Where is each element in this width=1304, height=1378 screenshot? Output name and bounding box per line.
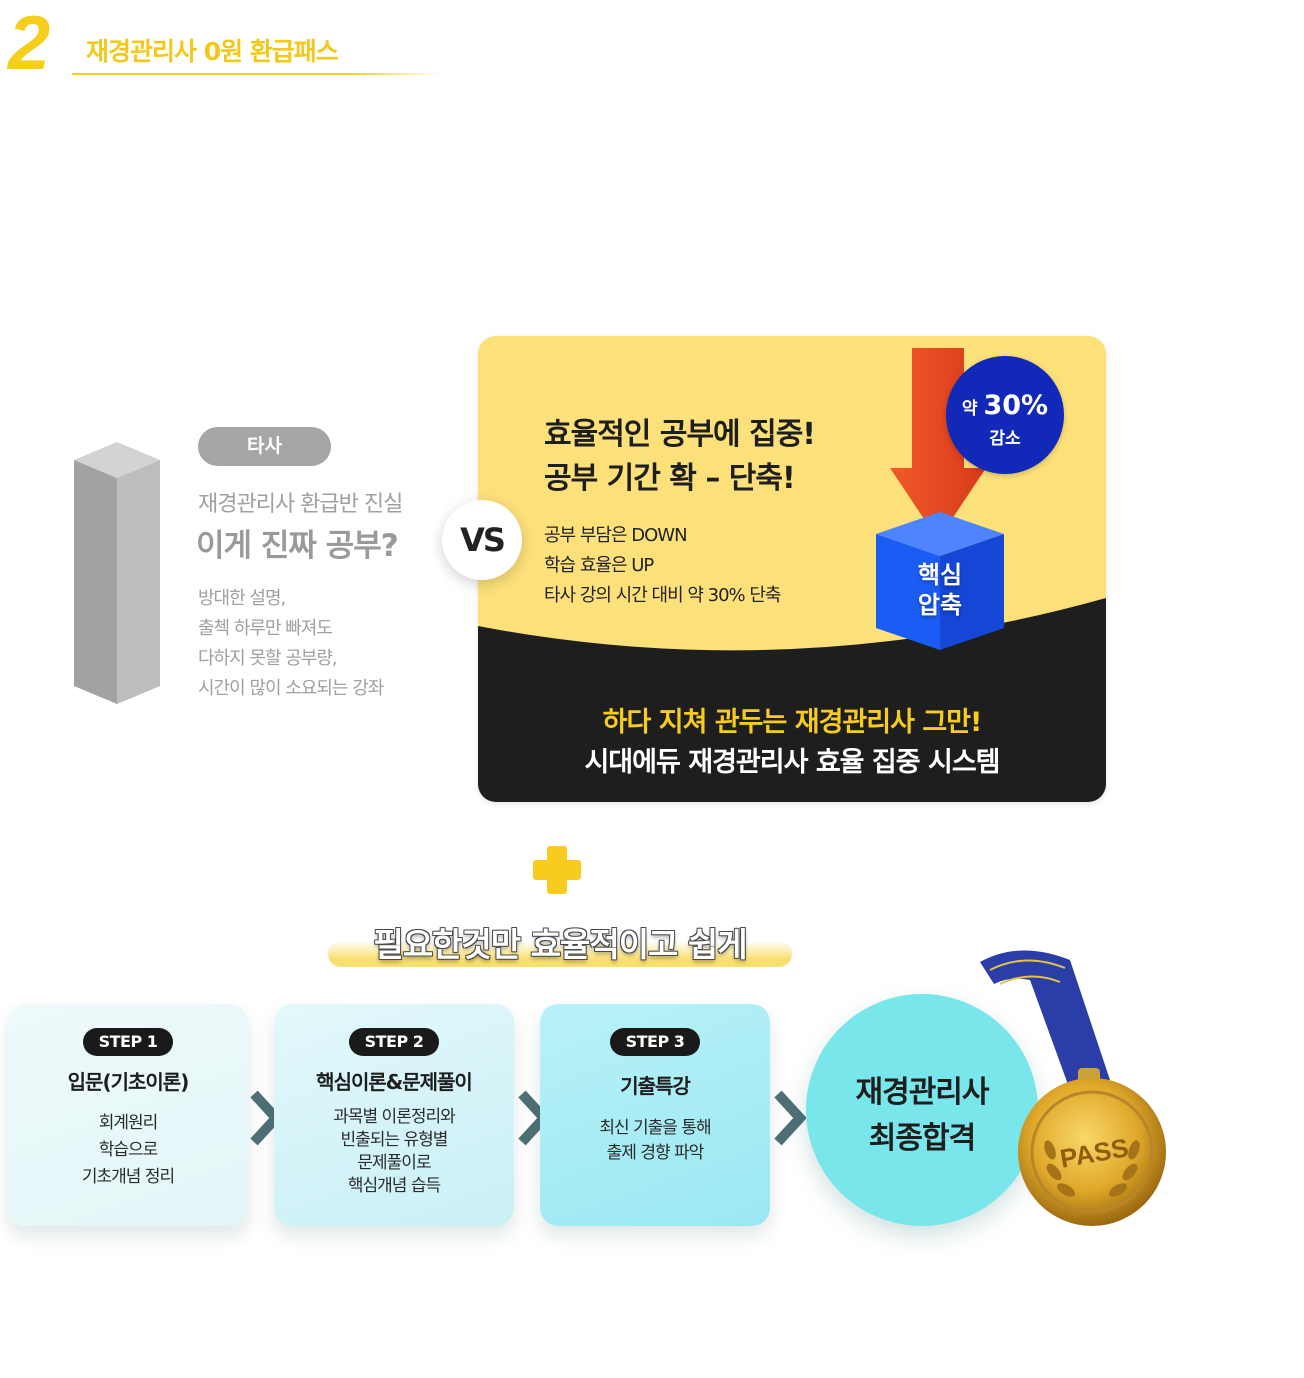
competitor-line: 다하지 못할 공부량, [198, 648, 338, 669]
step-line: 학습으로 [98, 1140, 159, 1160]
step-card-3: STEP 3 기출특강 최신 기출을 통해 출제 경향 파악 [540, 1004, 770, 1226]
reduction-badge: 약 30% 감소 [946, 356, 1064, 474]
step-description: 과목별 이론정리와 빈출되는 유형별 문제풀이로 핵심개념 습득 [274, 1106, 514, 1198]
competitor-headline: 이게 진짜 공부? [196, 528, 399, 564]
badge-label: 감소 [989, 429, 1021, 449]
step-line: 기초개념 정리 [81, 1167, 175, 1187]
step-badge: STEP 1 [82, 1028, 174, 1056]
card-point: 학습 효율은 UP [544, 555, 654, 576]
section-title: 재경관리사 0원 환급패스 [86, 37, 339, 66]
card-points: 공부 부담은 DOWN 학습 효율은 UP 타사 강의 시간 대비 약 30% … [544, 521, 781, 611]
plus-icon-bar [533, 860, 581, 880]
step-line: 출제 경향 파악 [606, 1143, 705, 1163]
card-title-line: 공부 기간 확 – 단축! [544, 461, 796, 496]
step-description: 회계원리 학습으로 기초개념 정리 [8, 1110, 248, 1191]
core-cube-graphic [876, 512, 1004, 650]
card-point: 타사 강의 시간 대비 약 30% 단축 [544, 585, 781, 606]
step-line: 과목별 이론정리와 [333, 1107, 456, 1127]
card-footer-line1: 하다 지쳐 관두는 재경관리사 그만! [602, 707, 983, 738]
step-line: 최신 기출을 통해 [599, 1118, 711, 1138]
badge-value-row: 약 30% [946, 390, 1064, 421]
step-card-2: STEP 2 핵심이론&문제풀이 과목별 이론정리와 빈출되는 유형별 문제풀이… [274, 1004, 514, 1226]
competitor-line: 출첵 하루만 빠져도 [198, 618, 333, 639]
final-line: 최종합격 [868, 1121, 976, 1156]
step-line: 문제풀이로 [357, 1153, 431, 1173]
final-line: 재경관리사 [855, 1075, 990, 1110]
step-card-1: STEP 1 입문(기초이론) 회계원리 학습으로 기초개념 정리 [8, 1004, 248, 1226]
step-badge: STEP 3 [609, 1028, 701, 1056]
badge-value: 30% [983, 390, 1049, 421]
vs-badge: VS [442, 500, 522, 580]
badge-prefix: 약 [961, 399, 978, 419]
cube-label-line: 핵심 [917, 561, 963, 589]
competitor-line: 시간이 많이 소요되는 강좌 [198, 678, 384, 699]
final-pass-circle [806, 994, 1038, 1226]
competitor-subtitle: 재경관리사 환급반 진실 [198, 492, 403, 517]
slogan-highlight [328, 941, 792, 967]
step-line: 빈출되는 유형별 [340, 1130, 449, 1150]
competitor-tag: 타사 [198, 427, 331, 466]
step-badge: STEP 2 [348, 1028, 440, 1056]
competitor-line: 방대한 설명, [198, 588, 286, 609]
medal-icon: PASS [980, 950, 1166, 1226]
step-description: 최신 기출을 통해 출제 경향 파악 [540, 1116, 770, 1166]
section-number: 2 [8, 1, 51, 86]
competitor-description: 방대한 설명, 출첵 하루만 빠져도 다하지 못할 공부량, 시간이 많이 소요… [198, 584, 384, 704]
slogan: 필요한것만 효율적이고 쉽게 [373, 925, 747, 964]
card-footer-line2: 시대에듀 재경관리사 효율 집중 시스템 [584, 747, 1000, 778]
gray-pillar-graphic [74, 442, 160, 704]
step-line: 핵심개념 습득 [347, 1176, 441, 1196]
cube-label-line: 압축 [917, 591, 963, 619]
card-point: 공부 부담은 DOWN [544, 525, 688, 546]
step-title: 기출특강 [620, 1074, 691, 1098]
card-title: 효율적인 공부에 집중! 공부 기간 확 – 단축! [544, 413, 816, 501]
cube-label: 핵심 압축 [878, 560, 1002, 620]
step-title: 핵심이론&문제풀이 [316, 1070, 473, 1094]
final-pass-label: 재경관리사 최종합격 [806, 1070, 1038, 1162]
title-underline [72, 73, 442, 75]
step-title: 입문(기초이론) [67, 1070, 190, 1094]
card-dark-footer [478, 598, 1106, 802]
chevron-right-icon [774, 1090, 806, 1146]
step-line: 회계원리 [98, 1113, 159, 1133]
card-title-line: 효율적인 공부에 집중! [544, 417, 816, 452]
